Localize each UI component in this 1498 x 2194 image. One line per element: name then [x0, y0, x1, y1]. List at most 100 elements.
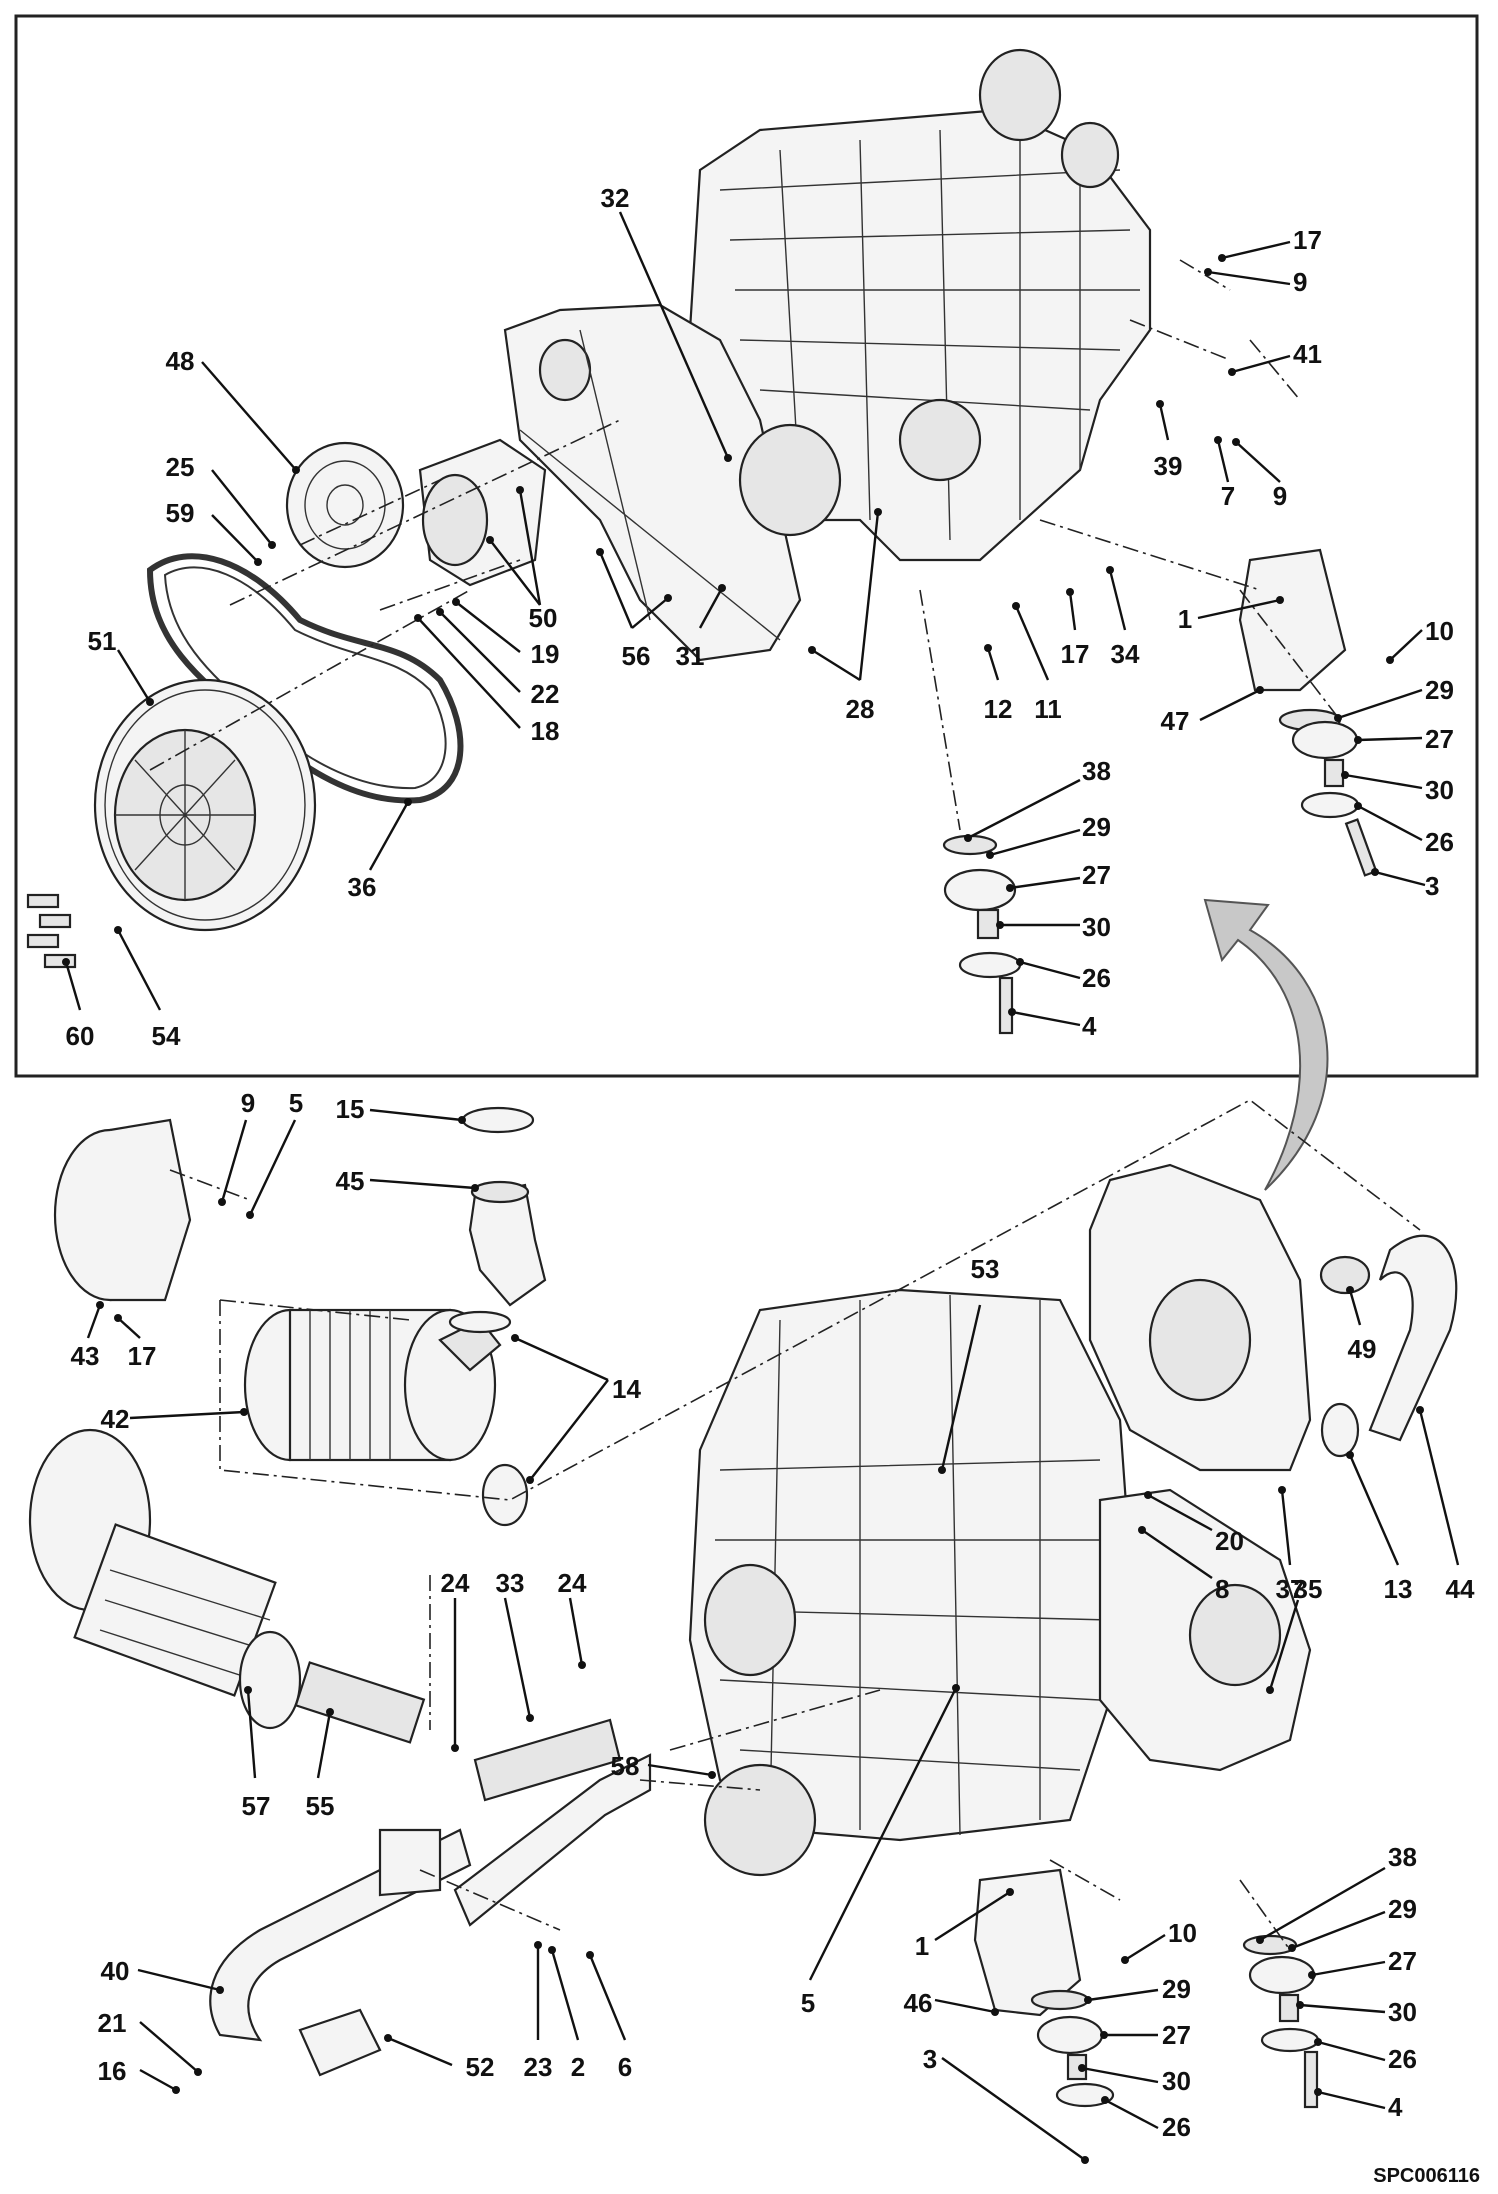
callout-60: 60: [62, 958, 94, 1051]
callout-15: 15: [336, 1094, 466, 1124]
callout-3a: 3: [1371, 868, 1439, 901]
callout-label: 55: [306, 1791, 335, 1821]
callout-label: 38: [1082, 756, 1111, 786]
callout-40: 40: [101, 1956, 224, 1994]
callout-56: 56: [596, 548, 672, 671]
callout-label: 27: [1425, 724, 1454, 754]
callout-label: 10: [1168, 1918, 1197, 1948]
callout-26a: 26: [1354, 802, 1454, 857]
callout-19: 19: [452, 598, 559, 669]
callout-label: 4: [1082, 1011, 1097, 1041]
callout-label: 43: [71, 1341, 100, 1371]
callout-label: 33: [496, 1568, 525, 1598]
callout-label: 7: [1221, 481, 1235, 511]
callout-30a: 30: [1341, 771, 1454, 805]
callout-label: 41: [1293, 339, 1322, 369]
callout-label: 4: [1388, 2092, 1403, 2122]
callout-label: 59: [166, 498, 195, 528]
callout-1b: 1: [915, 1888, 1014, 1961]
callout-label: 2: [571, 2052, 585, 2082]
callout-27b: 27: [1006, 860, 1111, 892]
detail-arrow: [1203, 898, 1329, 1191]
callout-47: 47: [1161, 686, 1264, 736]
callout-label: 53: [971, 1254, 1000, 1284]
callout-53: 53: [938, 1254, 999, 1474]
callout-label: 3: [1425, 871, 1439, 901]
engine-detail-view: [26, 48, 1378, 1035]
callout-label: 26: [1082, 963, 1111, 993]
callout-29b: 29: [986, 812, 1111, 859]
callout-label: 50: [529, 603, 558, 633]
callout-4a: 4: [1008, 1008, 1097, 1041]
callout-label: 27: [1388, 1946, 1417, 1976]
callout-1a: 1: [1178, 596, 1284, 634]
callout-label: 42: [101, 1404, 130, 1434]
callout-label: 26: [1162, 2112, 1191, 2142]
callout-27a: 27: [1354, 724, 1454, 754]
callout-label: 1: [915, 1931, 929, 1961]
callout-27c: 27: [1308, 1946, 1417, 1979]
callout-label: 58: [611, 1751, 640, 1781]
callout-label: 6: [618, 2052, 632, 2082]
callout-4b: 4: [1314, 2088, 1403, 2122]
callout-24a: 24: [441, 1568, 470, 1752]
callout-label: 35: [1294, 1574, 1323, 1604]
callout-label: 57: [242, 1791, 271, 1821]
callout-label: 49: [1348, 1334, 1377, 1364]
callout-38b: 38: [1256, 1842, 1417, 1944]
callout-14: 14: [511, 1334, 641, 1484]
callout-6: 6: [586, 1951, 632, 2082]
callout-label: 17: [128, 1341, 157, 1371]
callout-label: 15: [336, 1094, 365, 1124]
callout-37: 37: [1276, 1486, 1304, 1604]
callout-label: 20: [1215, 1526, 1244, 1556]
callout-39: 39: [1154, 400, 1183, 481]
callout-label: 29: [1162, 1974, 1191, 2004]
callout-54: 54: [114, 926, 181, 1051]
callout-label: 27: [1082, 860, 1111, 890]
callout-57: 57: [242, 1686, 271, 1821]
callout-10b: 10: [1121, 1918, 1197, 1964]
callout-27d: 27: [1100, 2020, 1191, 2050]
callout-label: 3: [923, 2044, 937, 2074]
callout-label: 45: [336, 1166, 365, 1196]
callout-30b: 30: [996, 912, 1111, 942]
callout-label: 29: [1425, 675, 1454, 705]
callout-label: 18: [531, 716, 560, 746]
callout-42: 42: [101, 1404, 248, 1434]
callout-21: 21: [98, 2008, 202, 2076]
callout-33: 33: [496, 1568, 534, 1722]
callout-5b: 5: [801, 1684, 960, 2018]
callout-label: 13: [1384, 1574, 1413, 1604]
callout-label: 46: [904, 1988, 933, 2018]
callout-50: 50: [486, 486, 557, 633]
callout-7: 7: [1214, 436, 1235, 511]
callout-3b: 3: [923, 2044, 1089, 2164]
callout-46: 46: [904, 1988, 999, 2018]
callout-44: 44: [1416, 1406, 1475, 1604]
callout-label: 36: [348, 872, 377, 902]
callout-17a: 17: [1218, 225, 1322, 262]
callout-label: 54: [152, 1021, 181, 1051]
callout-24b: 24: [558, 1568, 587, 1669]
callout-label: 24: [441, 1568, 470, 1598]
callout-9c: 9: [218, 1088, 255, 1206]
callout-41: 41: [1228, 339, 1322, 376]
callout-label: 5: [801, 1988, 815, 2018]
callout-label: 29: [1082, 812, 1111, 842]
callout-label: 48: [166, 346, 195, 376]
callout-label: 26: [1388, 2044, 1417, 2074]
callout-17b: 17: [1061, 588, 1090, 669]
callout-label: 17: [1061, 639, 1090, 669]
callout-25: 25: [166, 452, 276, 549]
callout-label: 39: [1154, 451, 1183, 481]
callout-49: 49: [1346, 1286, 1376, 1364]
callout-label: 26: [1425, 827, 1454, 857]
callout-label: 14: [612, 1374, 641, 1404]
callout-label: 34: [1111, 639, 1140, 669]
callout-label: 52: [466, 2052, 495, 2082]
callout-label: 30: [1082, 912, 1111, 942]
callout-23: 23: [524, 1941, 552, 2082]
callout-label: 32: [601, 183, 630, 213]
callout-2: 2: [548, 1946, 585, 2082]
